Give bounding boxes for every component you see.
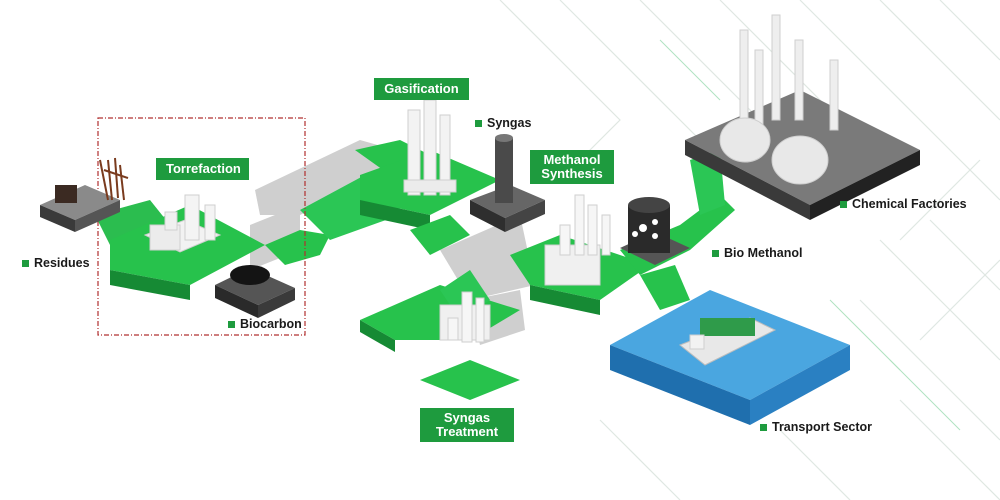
stage-label-torrefaction: Torrefaction bbox=[156, 158, 249, 180]
transport-sector-text: Transport Sector bbox=[772, 420, 873, 434]
bio-methanol-text: Bio Methanol bbox=[724, 246, 803, 260]
output-label-bio-methanol: Bio Methanol bbox=[712, 246, 802, 260]
torrefaction-boundary bbox=[97, 117, 306, 336]
output-label-residues: Residues bbox=[22, 256, 90, 270]
syngas-text: Syngas bbox=[487, 116, 532, 130]
biocarbon-text: Biocarbon bbox=[240, 317, 302, 331]
residue-pile-icon bbox=[40, 157, 129, 232]
label-bullet-icon bbox=[840, 200, 847, 208]
gasifier-tower-icon bbox=[403, 99, 457, 196]
output-label-syngas: Syngas bbox=[475, 116, 531, 130]
output-label-transport-sector: Transport Sector bbox=[760, 420, 872, 434]
residues-text: Residues bbox=[34, 256, 90, 270]
cargo-ship-icon bbox=[679, 317, 777, 366]
label-bullet-icon bbox=[760, 423, 767, 431]
syngas-stack-icon bbox=[470, 134, 545, 232]
stage-label-gasification: Gasification bbox=[374, 78, 469, 100]
background-accent-lines bbox=[659, 39, 961, 431]
biocarbon-pile-icon bbox=[215, 265, 295, 318]
methanol-tank-icon bbox=[620, 197, 690, 265]
label-bullet-icon bbox=[22, 259, 29, 267]
background-line-pattern bbox=[499, 0, 1000, 500]
stage-label-methanol-synthesis: Methanol Synthesis bbox=[530, 150, 614, 184]
methanol-synthesis-plant-icon bbox=[544, 194, 611, 286]
label-bullet-icon bbox=[228, 320, 235, 328]
torrefaction-plant-icon bbox=[143, 194, 222, 253]
syngas-treatment-plant-icon bbox=[439, 291, 491, 343]
stage-label-syngas-treatment: Syngas Treatment bbox=[420, 408, 514, 442]
chemical-factory-icon bbox=[685, 14, 920, 220]
water-platform bbox=[610, 290, 850, 425]
output-label-biocarbon: Biocarbon bbox=[228, 317, 302, 331]
chemical-factories-text: Chemical Factories bbox=[852, 197, 967, 211]
label-bullet-icon bbox=[475, 119, 482, 127]
label-bullet-icon bbox=[712, 249, 719, 257]
output-label-chemical-factories: Chemical Factories bbox=[840, 197, 967, 211]
